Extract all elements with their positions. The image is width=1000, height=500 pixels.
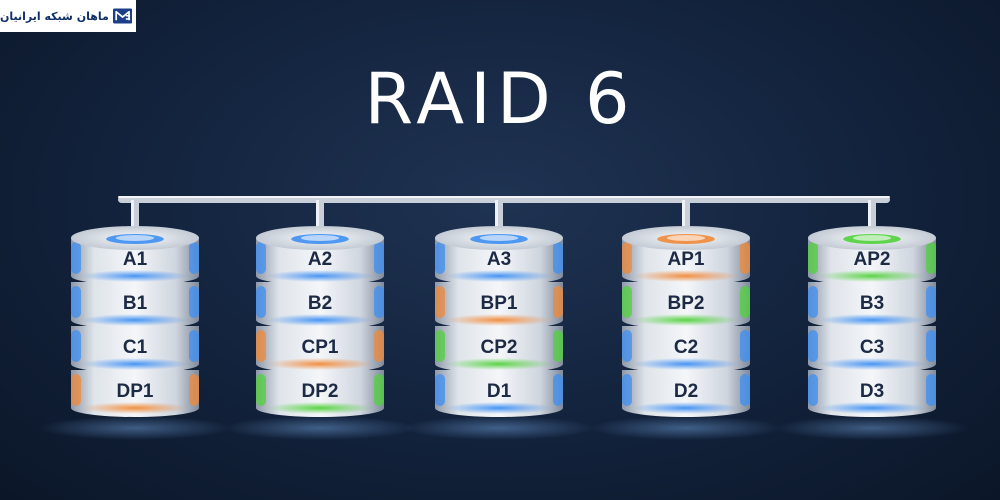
disk-block: BP2	[622, 282, 750, 329]
connector-post	[868, 200, 876, 238]
disk-block-label: CP2	[481, 337, 518, 358]
disk-block: C2	[622, 326, 750, 373]
disk-2: DP2 CP1 B2 A2	[224, 226, 416, 440]
disk-3: D1 CP2 BP1 A3	[403, 226, 595, 440]
disk-block-label: B3	[860, 293, 884, 314]
disk-block-label: B2	[308, 293, 332, 314]
disk-block: CP1	[256, 326, 384, 373]
connector-post	[495, 200, 503, 238]
disk-block: A1	[71, 238, 199, 285]
disk-4: D2 C2 BP2 AP1	[590, 226, 782, 440]
disk-block-label: AP1	[668, 249, 705, 270]
connector-bus	[118, 196, 890, 238]
disk-block-label: A3	[487, 249, 511, 270]
disk-block-label: C3	[860, 337, 884, 358]
brand-name: ماهان شبکه ایرانیان	[0, 9, 109, 23]
disk-array: DP1C1B1A1DP2CP1B2A2D1CP2BP1A3D2C2BP2AP1D…	[39, 226, 968, 440]
disk-block-label: C2	[674, 337, 698, 358]
disk-block: D1	[435, 370, 563, 417]
page-title: RAID 6	[364, 58, 636, 140]
disk-1: DP1 C1 B1 A1	[39, 226, 231, 440]
disk-block: CP2	[435, 326, 563, 373]
disk-block: BP1	[435, 282, 563, 329]
disk-block-label: DP2	[302, 381, 339, 402]
disk-block: B1	[71, 282, 199, 329]
disk-block-label: AP2	[854, 249, 891, 270]
connector-post	[131, 200, 139, 238]
disk-block-label: A2	[308, 249, 332, 270]
disk-block: DP2	[256, 370, 384, 417]
mahan-network-logo-icon	[112, 8, 132, 24]
disk-block: A3	[435, 238, 563, 285]
disk-block-label: BP2	[668, 293, 705, 314]
disk-block: D3	[808, 370, 936, 417]
disk-block: C3	[808, 326, 936, 373]
disk-block-label: BP1	[481, 293, 518, 314]
disk-block-label: DP1	[117, 381, 154, 402]
brand-badge: ماهان شبکه ایرانیان	[0, 0, 136, 32]
disk-block: B3	[808, 282, 936, 329]
disk-block-label: D1	[487, 381, 512, 402]
disk-block-label: A1	[123, 249, 148, 270]
disk-block-label: D2	[674, 381, 698, 402]
connector-post	[316, 200, 324, 238]
disk-block: D2	[622, 370, 750, 417]
disk-block: AP2	[808, 238, 936, 285]
disk-block: C1	[71, 326, 199, 373]
connector-post	[682, 200, 690, 238]
disk-block: DP1	[71, 370, 199, 417]
disk-block: A2	[256, 238, 384, 285]
disk-5: D3 C3 B3 AP2	[776, 226, 968, 440]
disk-block-label: CP1	[302, 337, 339, 358]
disk-block-label: B1	[123, 293, 148, 314]
disk-block: AP1	[622, 238, 750, 285]
disk-block: B2	[256, 282, 384, 329]
disk-block-label: D3	[860, 381, 884, 402]
disk-block-label: C1	[123, 337, 148, 358]
